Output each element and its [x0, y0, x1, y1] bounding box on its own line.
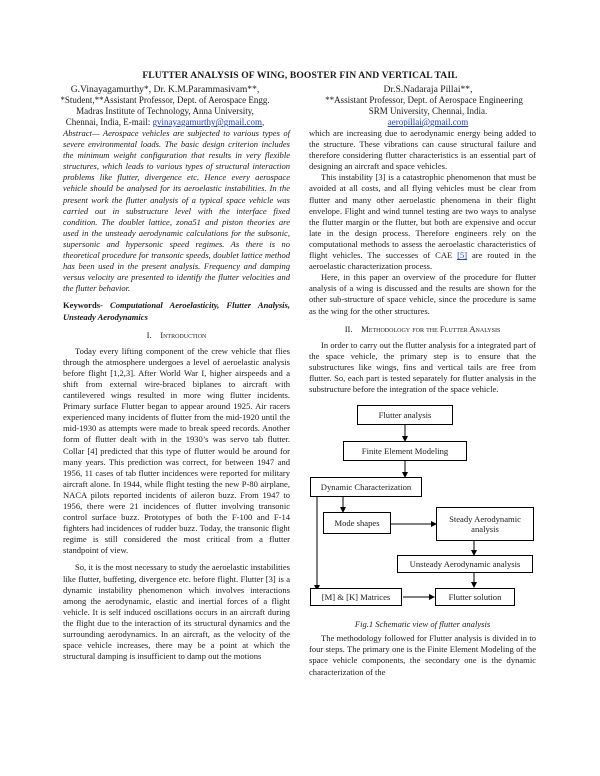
- right-column: which are increasing due to aerodynamic …: [309, 128, 536, 678]
- flowchart-box-dynamic: Dynamic Characterization: [310, 477, 422, 498]
- section1-title: Introduction: [160, 329, 207, 340]
- authors-left-affiliation1: *Student,**Assistant Professor, Dept. of…: [60, 95, 270, 105]
- section1-heading: I. Introduction: [63, 330, 290, 341]
- flowchart-box-flutter-solution: Flutter solution: [435, 588, 515, 607]
- flowchart-figure: Flutter analysis Finite Element Modeling…: [309, 401, 536, 617]
- intro-paragraph-3: Here, in this paper an overview of the p…: [309, 272, 536, 316]
- abstract-label: Abstract: [63, 128, 92, 138]
- keywords-text: Computational Aeroelasticity, Flutter An…: [63, 300, 290, 322]
- authors-left-affiliation2: Madras Institute of Technology, Anna Uni…: [76, 106, 254, 116]
- section2-paragraph-2: The methodology followed for Flutter ana…: [309, 633, 536, 677]
- flowchart-box-unsteady-aero: Unsteady Aerodynamic analysis: [397, 555, 533, 574]
- intro-paragraph-2: This instability [3] is a catastrophic p…: [309, 172, 536, 272]
- keywords: Keywords- Computational Aeroelasticity, …: [63, 300, 290, 322]
- section2-title: Methodology for the Flutter Analysis: [361, 323, 501, 334]
- authors-right-names: Dr.S.Nadaraja Pillai**,: [383, 84, 473, 95]
- section1-paragraph-1: Today every lifting component of the cre…: [63, 345, 290, 556]
- flowchart-box-fem: Finite Element Modeling: [343, 441, 467, 462]
- paper-title: FLUTTER ANALYSIS OF WING, BOOSTER FIN AN…: [142, 70, 458, 81]
- intro-paragraph-2-text: This instability [3] is a catastrophic p…: [309, 172, 536, 261]
- section1-number: I.: [146, 329, 152, 340]
- abstract-text: — Aerospace vehicles are subjected to va…: [63, 128, 290, 294]
- flowchart-box-flutter-analysis: Flutter analysis: [357, 405, 453, 426]
- flowchart-box-mode-shapes: Mode shapes: [323, 512, 391, 535]
- authors-left-location: Chennai, India, E-mail:: [65, 117, 153, 127]
- figure-caption: Fig.1 Schematic view of flutter analysis: [354, 619, 491, 630]
- abstract: Abstract— Aerospace vehicles are subject…: [63, 128, 290, 294]
- keywords-label: Keywords-: [63, 300, 103, 311]
- authors-right-affiliation1: **Assistant Professor, Dept. of Aerospac…: [325, 95, 523, 105]
- authors-left-names: G.Vinayagamurthy*, Dr. K.M.Parammasivam*…: [70, 84, 260, 95]
- authors-right-email-link[interactable]: aeropillai@gmail.com: [387, 117, 469, 127]
- flowchart-box-matrices: [M] & [K] Matrices: [310, 588, 402, 607]
- authors-right: Dr.S.Nadaraja Pillai**, **Assistant Prof…: [318, 84, 538, 128]
- section2-heading: II. Methodology for the Flutter Analysis: [309, 324, 536, 335]
- authors-left-location-line: Chennai, India, E-mail: gvinayagamurthy@…: [65, 117, 265, 127]
- intro-continuation: which are increasing due to aerodynamic …: [309, 128, 536, 172]
- flowchart-box-steady-aero: Steady Aerodynamic analysis: [436, 507, 534, 542]
- intro-paragraph-2-tail: are routed in the aeroelastic characteri…: [309, 250, 537, 272]
- flowchart-connectors: [314, 425, 477, 601]
- section1-paragraph-2: So, it is the most necessary to study th…: [63, 562, 290, 662]
- authors-left: G.Vinayagamurthy*, Dr. K.M.Parammasivam*…: [30, 84, 300, 128]
- authors-left-email-link[interactable]: gvinayagamurthy@gmail.com: [152, 117, 262, 127]
- reference-5-link[interactable]: [5]: [457, 250, 468, 261]
- section2-number: II.: [344, 323, 353, 334]
- authors-right-affiliation2: SRM University, Chennai, India.: [368, 106, 488, 116]
- left-column: Abstract— Aerospace vehicles are subject…: [63, 128, 290, 662]
- section2-paragraph-1: In order to carry out the flutter analys…: [309, 339, 536, 395]
